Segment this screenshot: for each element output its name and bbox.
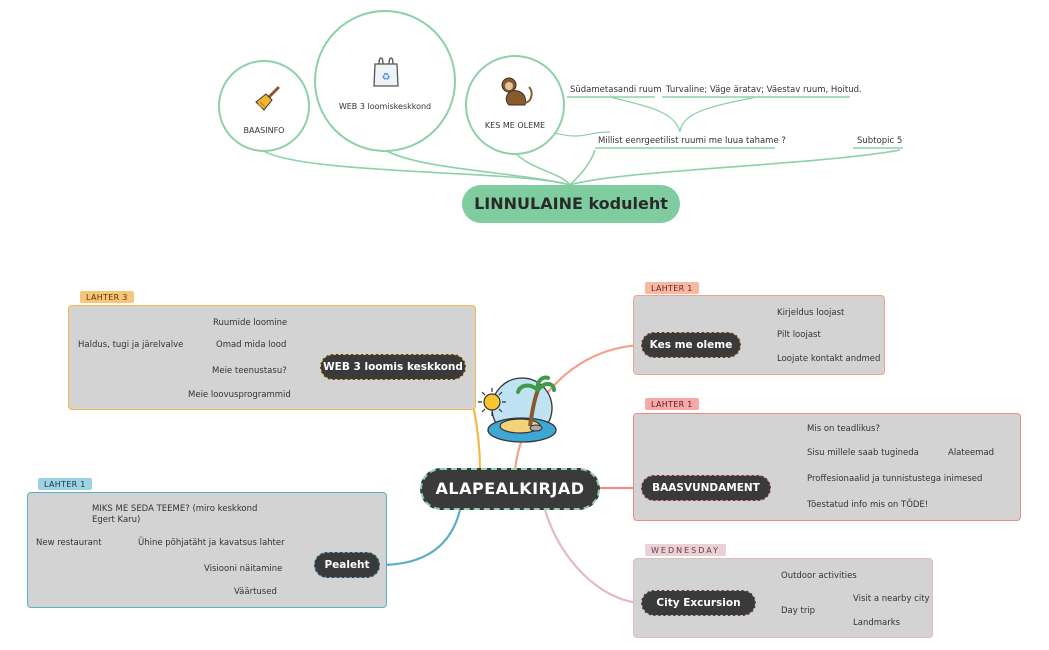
web3-item-2[interactable]: Omad mida lood xyxy=(216,340,287,350)
kes-me-oleme-circle-label: KES ME OLEME xyxy=(484,121,546,130)
pealeht-node[interactable]: Pealeht xyxy=(314,552,380,578)
monkey-icon xyxy=(497,75,537,115)
kes-me-oleme-circle[interactable]: KES ME OLEME xyxy=(465,55,565,155)
topic-turvaline[interactable]: Turvaline; Väge äratav; Väestav ruum, Ho… xyxy=(666,85,862,95)
baasinfo-circle[interactable]: BAASINFO xyxy=(218,60,310,152)
baas-item-4[interactable]: Tõestatud info mis on TÕDE! xyxy=(807,500,929,510)
baas-item-2[interactable]: Sisu millele saab tugineda xyxy=(807,448,919,458)
kes-tag: LAHTER 1 xyxy=(645,282,699,294)
web3-circle-label: WEB 3 loomiskeskkond xyxy=(338,102,432,111)
topic-sudametasandi[interactable]: Südametasandi ruum xyxy=(570,85,662,95)
kes-node[interactable]: Kes me oleme xyxy=(641,332,741,358)
center-node[interactable]: ALAPEALKIRJAD xyxy=(420,468,600,510)
baas-tag: LAHTER 1 xyxy=(645,398,699,410)
city-node[interactable]: City Excursion xyxy=(641,590,756,616)
baas-node[interactable]: BAASVUNDAMENT xyxy=(641,475,771,501)
web3-extra[interactable]: Haldus, tugi ja järelvalve xyxy=(78,340,184,350)
city-item-2[interactable]: Day trip xyxy=(781,606,816,616)
web3-item-3[interactable]: Meie teenustasu? xyxy=(212,366,287,376)
city-sub-1[interactable]: Visit a nearby city xyxy=(853,594,930,604)
broom-icon xyxy=(248,84,282,122)
baas-panel xyxy=(633,413,1021,521)
city-tag: WEDNESDAY xyxy=(645,544,726,556)
svg-text:♻: ♻ xyxy=(382,72,391,83)
pealeht-item-4[interactable]: Väärtused xyxy=(234,587,277,597)
city-item-1[interactable]: Outdoor activities xyxy=(781,571,857,581)
topic-subtopic-5[interactable]: Subtopic 5 xyxy=(857,136,903,146)
city-sub-2[interactable]: Landmarks xyxy=(853,618,901,628)
web3-tag: LAHTER 3 xyxy=(80,291,134,303)
pealeht-extra[interactable]: New restaurant xyxy=(36,538,102,548)
web3-circle[interactable]: ♻ WEB 3 loomiskeskkond xyxy=(314,10,456,152)
pealeht-panel xyxy=(27,492,387,608)
kes-item-1[interactable]: Kirjeldus loojast xyxy=(777,308,845,318)
pealeht-item-3[interactable]: Visiooni näitamine xyxy=(204,564,283,574)
pealeht-item-1[interactable]: MIKS ME SEDA TEEME? (miro keskkond Egert… xyxy=(92,504,258,525)
web3-item-1[interactable]: Ruumide loomine xyxy=(213,318,288,328)
kes-item-3[interactable]: Loojate kontakt andmed xyxy=(777,354,881,364)
baas-sub[interactable]: Alateemad xyxy=(948,448,995,458)
recycle-bag-icon: ♻ xyxy=(370,54,402,92)
kes-item-2[interactable]: Pilt loojast xyxy=(777,330,821,340)
web3-node[interactable]: WEB 3 loomis keskkond xyxy=(320,354,466,380)
page-title[interactable]: LINNULAINE koduleht xyxy=(462,185,680,223)
pealeht-item-2[interactable]: Ühine põhjatäht ja kavatsus lahter xyxy=(138,538,285,548)
topic-millist[interactable]: Millist eenrgeetilist ruumi me luua taha… xyxy=(598,136,786,146)
island-icon xyxy=(474,368,560,458)
baasinfo-label: BAASINFO xyxy=(243,126,285,135)
baas-item-1[interactable]: Mis on teadlikus? xyxy=(807,424,880,434)
web3-item-4[interactable]: Meie loovusprogrammid xyxy=(188,390,291,400)
baas-item-3[interactable]: Proffesionaalid ja tunnistustega inimese… xyxy=(807,474,983,484)
pealeht-tag: LAHTER 1 xyxy=(38,478,92,490)
